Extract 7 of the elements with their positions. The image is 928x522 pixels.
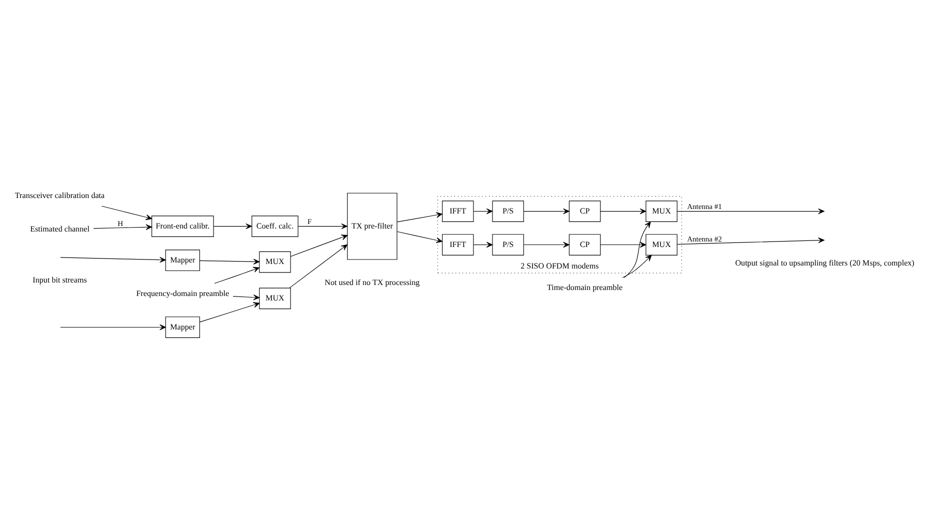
label: Output signal to upsampling filters (20 Msps, complex) [734, 258, 914, 267]
node-text: Transceiver calibration data [14, 190, 104, 200]
label: Not used if no TX processing [324, 277, 420, 286]
label: Input bit streams [32, 275, 86, 284]
node-text: Time-domain preamble [546, 282, 622, 292]
node-text: Frequency-domain preamble [136, 288, 229, 298]
node-text: Estimated channel [30, 224, 89, 233]
